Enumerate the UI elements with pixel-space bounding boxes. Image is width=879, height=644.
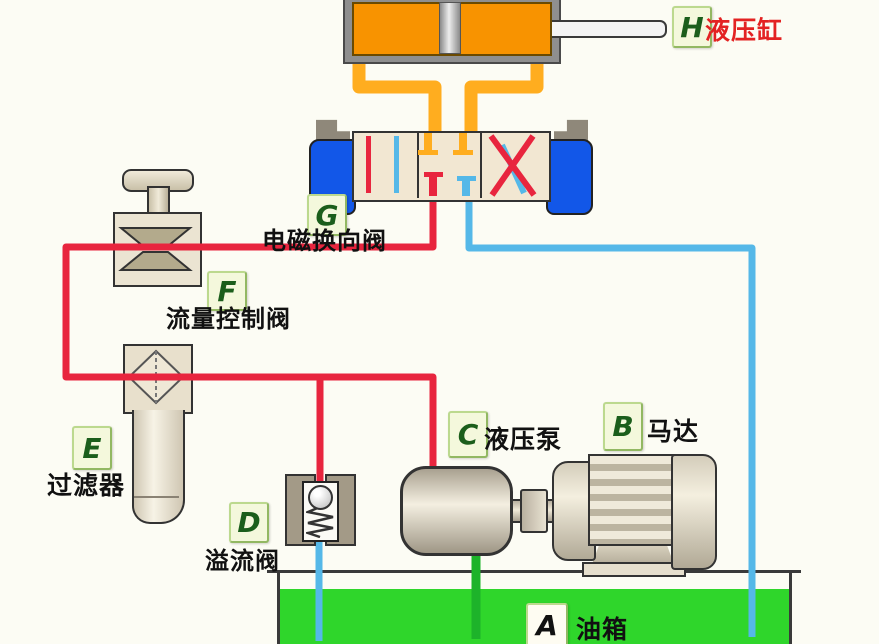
valve-section-divider [417,131,419,198]
electric-motor [588,454,677,546]
pressure-pipe-red [62,192,437,469]
valve-port-stub [453,150,473,155]
return-pipe-blue [465,192,756,637]
filter-canister [132,410,185,524]
label-text-flow-valve: 流量控制阀 [166,305,291,333]
crossed-ports-icon [488,134,537,197]
motor-end-cap-right [671,454,717,570]
label-text-cylinder: 液压缸 [705,16,784,45]
label-text-directional-valve: 电磁换向阀 [262,227,387,255]
cylinder-pipe-left-orange [352,54,442,133]
valve-port-stub [429,172,437,196]
oil-tank-wall-right [789,570,792,644]
label-box-C: C [448,411,488,458]
directional-valve-body [352,131,551,202]
oil-tank-rim [267,570,801,573]
valve-port-stub [418,150,438,155]
label-text-tank: 油箱 [576,615,629,644]
filter-canister-seam [134,496,179,498]
valve-straight-port-red [366,136,371,193]
label-box-A: A [526,603,568,644]
motor-base [592,542,674,564]
valve-straight-port-blue [394,136,399,193]
solenoid-coil-right [546,139,593,215]
relief-spring-icon [306,507,334,538]
cylinder-piston [439,2,461,54]
label-box-B: B [603,402,643,451]
label-text-motor: 马达 [647,417,700,446]
shaft-coupling [520,489,548,533]
label-box-E: E [72,426,112,470]
relief-valve-ball [308,485,333,510]
valve-port-stub [424,133,432,153]
label-box-G: G [307,194,347,236]
label-text-pump: 液压泵 [484,425,563,454]
valve-section-divider [480,131,482,198]
label-text-filter: 过滤器 [47,471,126,500]
oil-tank-wall-left [277,570,280,644]
label-box-D: D [229,502,269,543]
valve-port-stub [459,133,467,153]
valve-port-stub [462,176,470,196]
cylinder-pipe-right-orange [464,54,544,133]
label-box-H: H [672,6,712,48]
label-text-relief-valve: 溢流阀 [205,547,280,575]
hydraulic-pump [400,466,513,556]
label-box-F: F [207,271,247,311]
